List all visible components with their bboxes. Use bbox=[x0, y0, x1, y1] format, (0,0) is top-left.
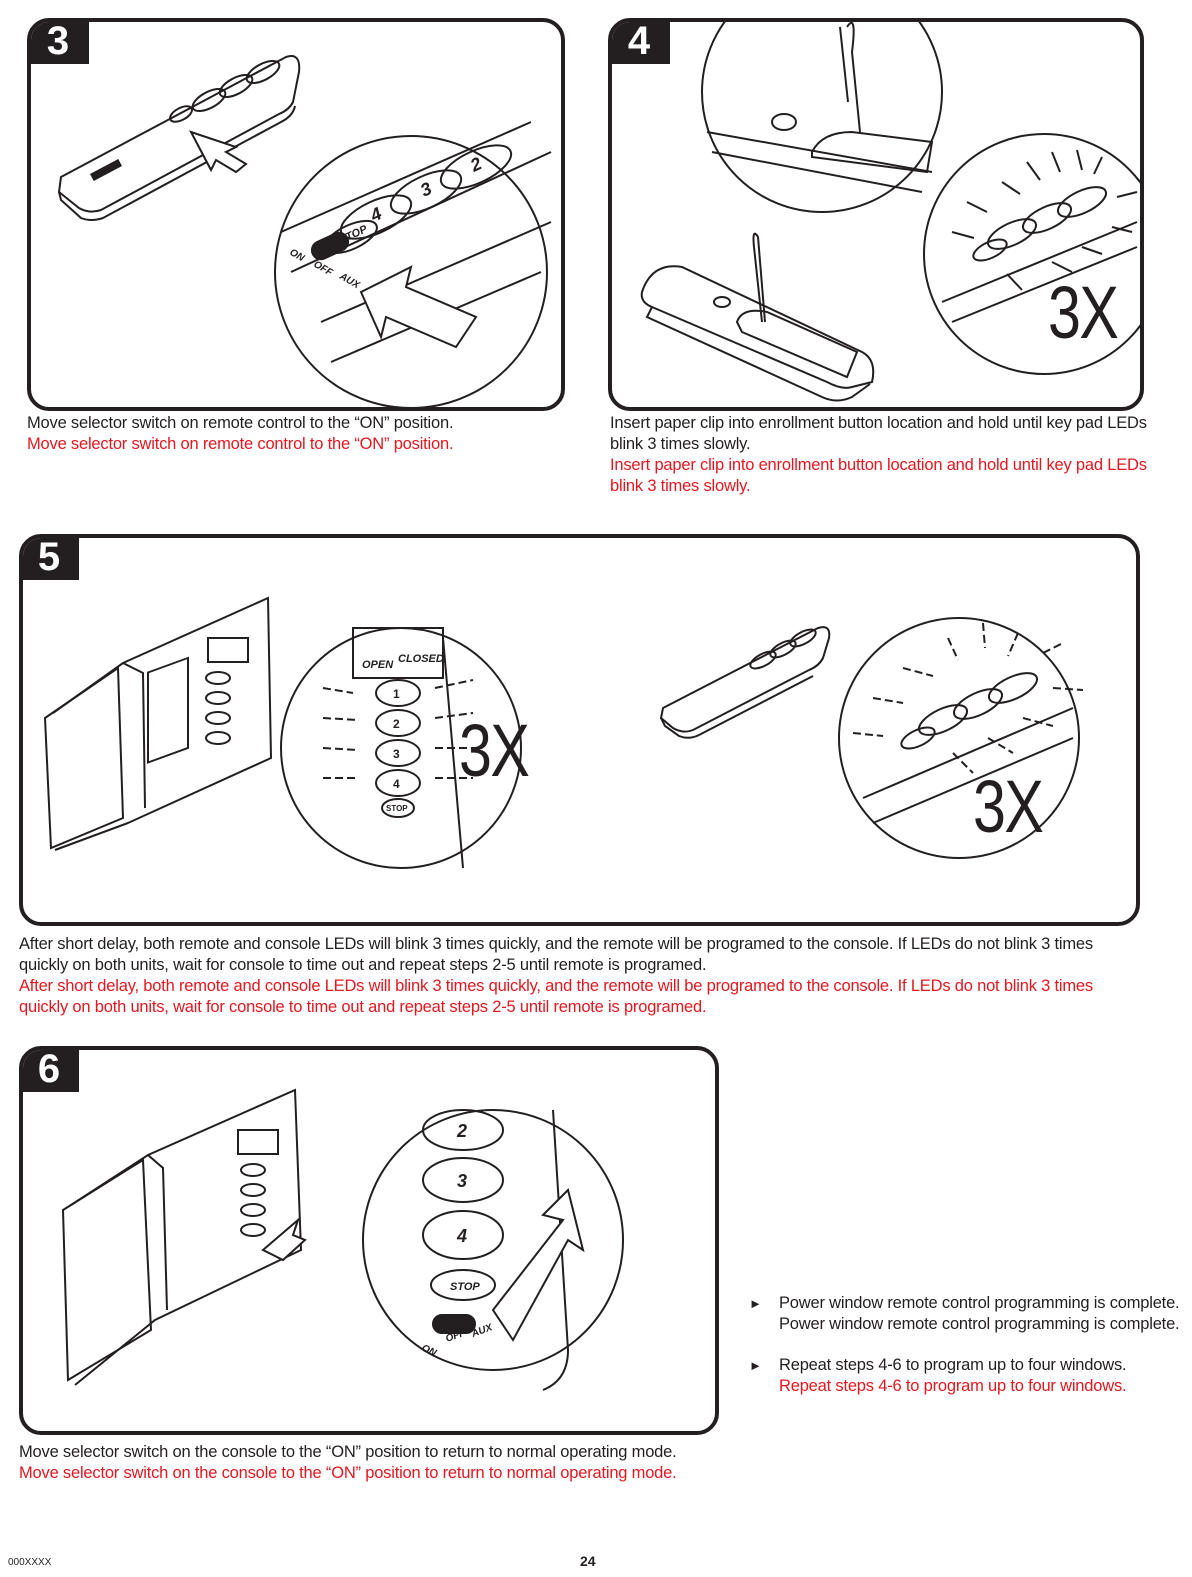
console-open-label: OPEN bbox=[362, 659, 394, 671]
step-6-badge: 6 bbox=[23, 1050, 79, 1092]
step-4-badge: 4 bbox=[612, 22, 670, 64]
step6-key-3: 3 bbox=[457, 1171, 467, 1191]
console-switch-closeup bbox=[422, 1109, 585, 1391]
document-code: 000XXXX bbox=[8, 1557, 52, 1568]
step-3-caption: Move selector switch on remote control t… bbox=[27, 413, 567, 455]
completion-notes: ► Power window remote control programmin… bbox=[749, 1293, 1189, 1417]
console-keypad-closeup bbox=[322, 627, 474, 869]
console-closed-label: CLOSED bbox=[398, 653, 444, 665]
step-5-caption: After short delay, both remote and conso… bbox=[19, 934, 1129, 1018]
step-5-caption-text: After short delay, both remote and conso… bbox=[19, 935, 1093, 974]
note-complete-text: Power window remote control programming … bbox=[779, 1294, 1180, 1312]
enrollment-closeup bbox=[706, 22, 934, 193]
bullet-arrow-icon: ► bbox=[749, 1296, 762, 1311]
step-6-panel: 2 3 4 STOP ON OFF AUX 6 bbox=[19, 1046, 719, 1435]
console-unit bbox=[43, 596, 273, 851]
blinking-keypad bbox=[941, 149, 1138, 323]
step-6-illustration: 2 3 4 STOP ON OFF AUX bbox=[61, 1088, 624, 1391]
step-3-badge: 3 bbox=[31, 22, 89, 64]
remote-with-clip bbox=[640, 232, 875, 402]
step-6-caption-translation: Move selector switch on the console to t… bbox=[19, 1464, 677, 1482]
step-6-caption-text: Move selector switch on the console to t… bbox=[19, 1443, 677, 1461]
step-4-illustration bbox=[640, 22, 1140, 402]
magnifier-circle bbox=[274, 135, 548, 407]
remote-control-small bbox=[57, 55, 301, 221]
note-complete: ► Power window remote control programmin… bbox=[749, 1293, 1189, 1335]
console-key-2: 2 bbox=[393, 717, 400, 731]
console-unit-step6 bbox=[61, 1088, 307, 1386]
console-stop-key: STOP bbox=[386, 804, 408, 813]
step6-key-2: 2 bbox=[456, 1121, 467, 1141]
step-5-illustration: OPEN CLOSED 1 2 3 4 STOP bbox=[43, 596, 1084, 869]
console-key-4: 4 bbox=[393, 777, 400, 791]
step-5-console-blink-count: 3X bbox=[459, 709, 530, 792]
remote-keypad-closeup bbox=[852, 622, 1084, 824]
step-3-illustration: 2 3 4 STOP ON OFF AUX bbox=[57, 55, 552, 407]
step-4-panel: 3X 4 bbox=[608, 18, 1144, 411]
remote-control-step5 bbox=[659, 626, 831, 739]
note-complete-text-second: Power window remote control programming … bbox=[779, 1315, 1180, 1333]
step-5-caption-translation: After short delay, both remote and conso… bbox=[19, 977, 1093, 1016]
note-repeat-text: Repeat steps 4-6 to program up to four w… bbox=[779, 1356, 1127, 1374]
step-5-badge: 5 bbox=[23, 538, 79, 580]
console-key-1: 1 bbox=[393, 687, 400, 701]
step-4-caption-text: Insert paper clip into enrollment button… bbox=[610, 414, 1147, 453]
note-repeat: ► Repeat steps 4-6 to program up to four… bbox=[749, 1355, 1189, 1397]
step-6-caption: Move selector switch on the console to t… bbox=[19, 1442, 739, 1484]
step-4-caption-translation: Insert paper clip into enrollment button… bbox=[610, 456, 1147, 495]
step-5-panel: OPEN CLOSED 1 2 3 4 STOP 3X 3X bbox=[19, 534, 1140, 926]
console-key-3: 3 bbox=[393, 747, 400, 761]
page-number: 24 bbox=[580, 1553, 596, 1569]
step-5-remote-blink-count: 3X bbox=[973, 765, 1044, 848]
remote-magnifier-circle bbox=[838, 617, 1080, 859]
bullet-arrow-icon: ► bbox=[749, 1358, 762, 1373]
step-4-blink-count: 3X bbox=[1048, 271, 1119, 354]
pointer-arrow-large bbox=[359, 265, 478, 349]
step-3-caption-text: Move selector switch on remote control t… bbox=[27, 414, 454, 432]
step-3-caption-translation: Move selector switch on remote control t… bbox=[27, 435, 454, 453]
magnified-remote bbox=[280, 121, 552, 363]
magnifier-circle-clip bbox=[701, 22, 943, 213]
step6-key-4: 4 bbox=[456, 1226, 467, 1246]
magnifier-circle-leds bbox=[923, 133, 1140, 375]
step6-stop-key: STOP bbox=[450, 1281, 480, 1293]
note-repeat-text-translation: Repeat steps 4-6 to program up to four w… bbox=[779, 1377, 1127, 1395]
pointer-arrow-small bbox=[188, 130, 248, 174]
step-3-panel: 2 3 4 STOP ON OFF AUX 3 bbox=[27, 18, 565, 411]
step-4-caption: Insert paper clip into enrollment button… bbox=[610, 413, 1170, 497]
